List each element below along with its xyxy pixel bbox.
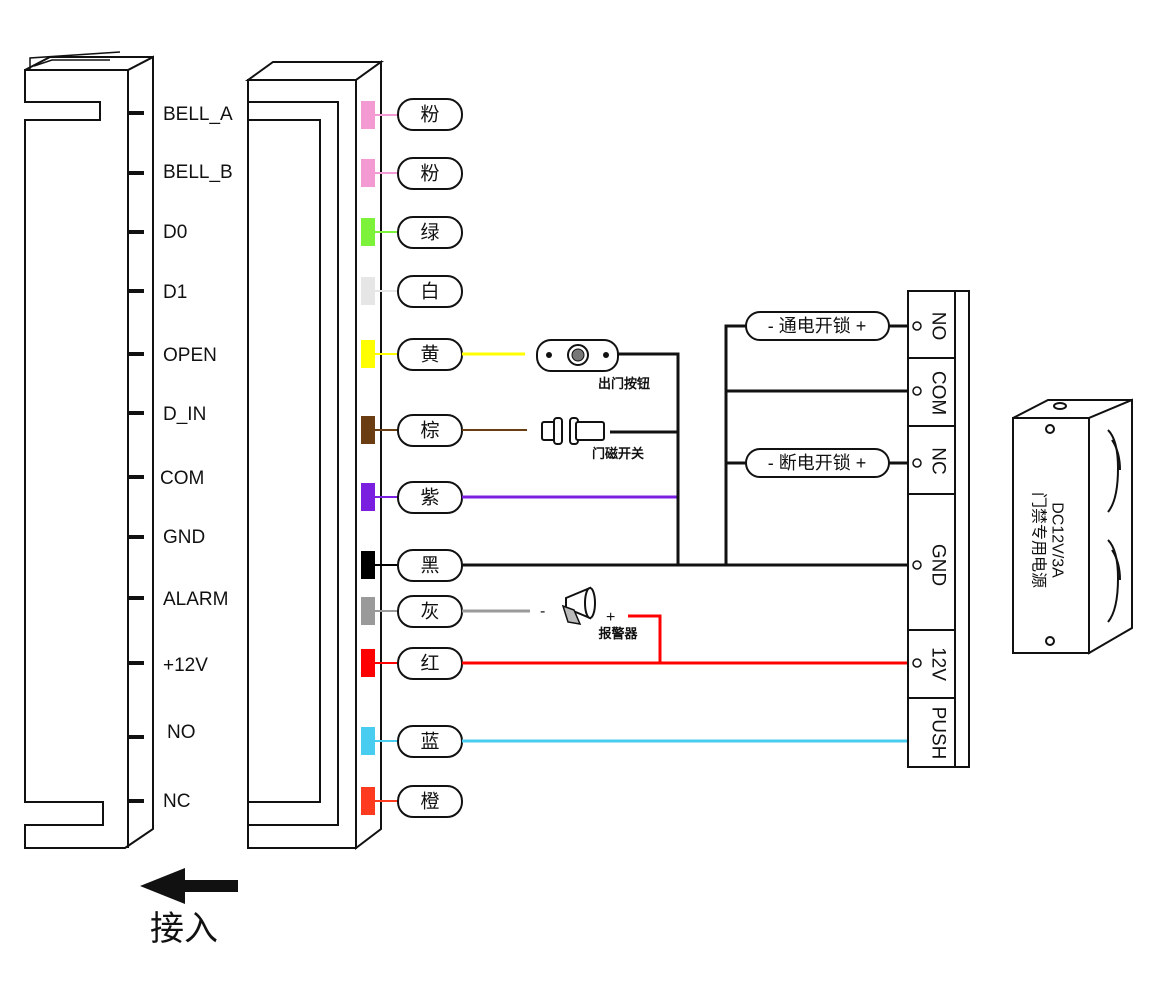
terminal-labels: NO COM NC GND 12V PUSH — [928, 312, 949, 760]
lock-labels: - 通电开锁 + - 断电开锁 + — [745, 311, 890, 478]
terminal-screws — [912, 321, 922, 668]
terminal-label-com: COM — [928, 371, 949, 415]
alarm-plus-label: + — [606, 609, 615, 626]
pin-label-d1: D1 — [163, 282, 187, 303]
power-supply-labels: DC12V/3A 门禁专用电源 — [1030, 492, 1066, 588]
pin-label-open: OPEN — [163, 345, 217, 366]
pin-tick-1 — [128, 171, 144, 175]
door-contact-device: 门磁开关 — [541, 417, 644, 461]
pin-tick-4 — [128, 352, 144, 356]
left-arrow-icon — [140, 868, 238, 904]
power-supply-name: 门禁专用电源 — [1030, 492, 1048, 588]
pin-label-d-in: D_IN — [163, 404, 206, 425]
terminal-label-push: PUSH — [928, 707, 949, 760]
wire-label-pills — [397, 98, 463, 818]
pill-11 — [397, 785, 463, 818]
wire-color-swatches — [361, 101, 375, 815]
exit-button-label: 出门按钮 — [598, 376, 650, 391]
pin-label-12v: +12V — [163, 655, 208, 676]
connector-pin-ticks — [128, 111, 144, 803]
pin-label-bell-b: BELL_B — [163, 162, 233, 183]
wire-label-purple: 紫 — [420, 487, 439, 509]
pin-label-gnd: GND — [163, 527, 205, 548]
connector-female — [24, 51, 154, 849]
wire-label-orange: 橙 — [420, 791, 439, 813]
harness-connections — [462, 324, 910, 743]
pin-tick-8 — [128, 596, 144, 600]
pin-tick-11 — [128, 799, 144, 803]
pin-tick-2 — [128, 230, 144, 234]
wire-swatch-8 — [361, 597, 375, 625]
lock-label-power-on-unlock: - 通电开锁 + — [768, 316, 867, 336]
door-contact-label: 门磁开关 — [592, 446, 644, 461]
pin-tick-0 — [128, 111, 144, 115]
direction-arrow: 接入 — [140, 868, 238, 948]
exit-button-device: 出门按钮 — [536, 339, 650, 391]
pin-label-bell-a: BELL_A — [163, 104, 233, 125]
alarm-minus-label: - — [540, 603, 545, 620]
pin-label-nc: NC — [163, 791, 190, 812]
wire-label-blue: 蓝 — [420, 731, 439, 753]
wire-label-green: 绿 — [420, 222, 439, 244]
terminal-label-12v: 12V — [928, 647, 949, 681]
pill-1 — [397, 157, 463, 190]
wire-swatch-0 — [361, 101, 375, 129]
pin-label-com: COM — [160, 468, 204, 489]
pin-tick-3 — [128, 289, 144, 293]
pin-tick-6 — [128, 475, 144, 479]
wire-label-gray: 灰 — [420, 601, 439, 623]
wire-swatch-7 — [361, 551, 375, 579]
power-terminal-block — [907, 290, 970, 768]
alarm-siren-device: - + 报警器 — [540, 586, 638, 641]
pill-3 — [397, 275, 463, 308]
wire-label-pink-a: 粉 — [420, 104, 439, 126]
wire-label-red: 红 — [420, 653, 439, 675]
direction-label: 接入 — [150, 910, 218, 948]
pin-label-d0: D0 — [163, 222, 187, 243]
wire-swatch-2 — [361, 218, 375, 246]
wire-swatch-9 — [361, 649, 375, 677]
lock-label-power-off-unlock: - 断电开锁 + — [768, 453, 867, 473]
power-supply-model: DC12V/3A — [1049, 502, 1066, 578]
wire-label-brown: 棕 — [420, 420, 439, 442]
wire-swatch-11 — [361, 787, 375, 815]
wire-label-black: 黑 — [420, 556, 439, 577]
pin-label-no: NO — [167, 722, 196, 743]
wire-swatch-4 — [361, 340, 375, 368]
wire-label-yellow: 黄 — [420, 344, 439, 366]
terminal-label-no: NO — [928, 312, 949, 341]
pin-tick-9 — [128, 661, 144, 665]
wire-swatch-10 — [361, 727, 375, 755]
pin-label-alarm: ALARM — [163, 589, 228, 610]
connector-pin-labels: BELL_A BELL_B D0 D1 OPEN D_IN COM GND AL… — [160, 104, 233, 812]
wire-swatch-3 — [361, 277, 375, 305]
wire-lines — [375, 114, 398, 802]
pill-0 — [397, 98, 463, 131]
wire-swatch-1 — [361, 159, 375, 187]
terminal-label-gnd: GND — [928, 544, 949, 586]
pin-tick-5 — [128, 411, 144, 415]
pin-tick-7 — [128, 535, 144, 539]
wire-label-pink-b: 粉 — [420, 163, 439, 185]
wire-label-white: 白 — [420, 281, 439, 303]
terminal-label-nc: NC — [928, 447, 949, 474]
pin-tick-10 — [128, 735, 144, 739]
wire-label-texts: 粉 粉 绿 白 黄 棕 紫 黑 灰 红 蓝 橙 — [420, 104, 439, 813]
power-supply-box — [1012, 398, 1133, 655]
pill-2 — [397, 216, 463, 249]
wire-swatch-6 — [361, 483, 375, 511]
alarm-label: 报警器 — [598, 626, 638, 641]
wire-swatch-5 — [361, 416, 375, 444]
